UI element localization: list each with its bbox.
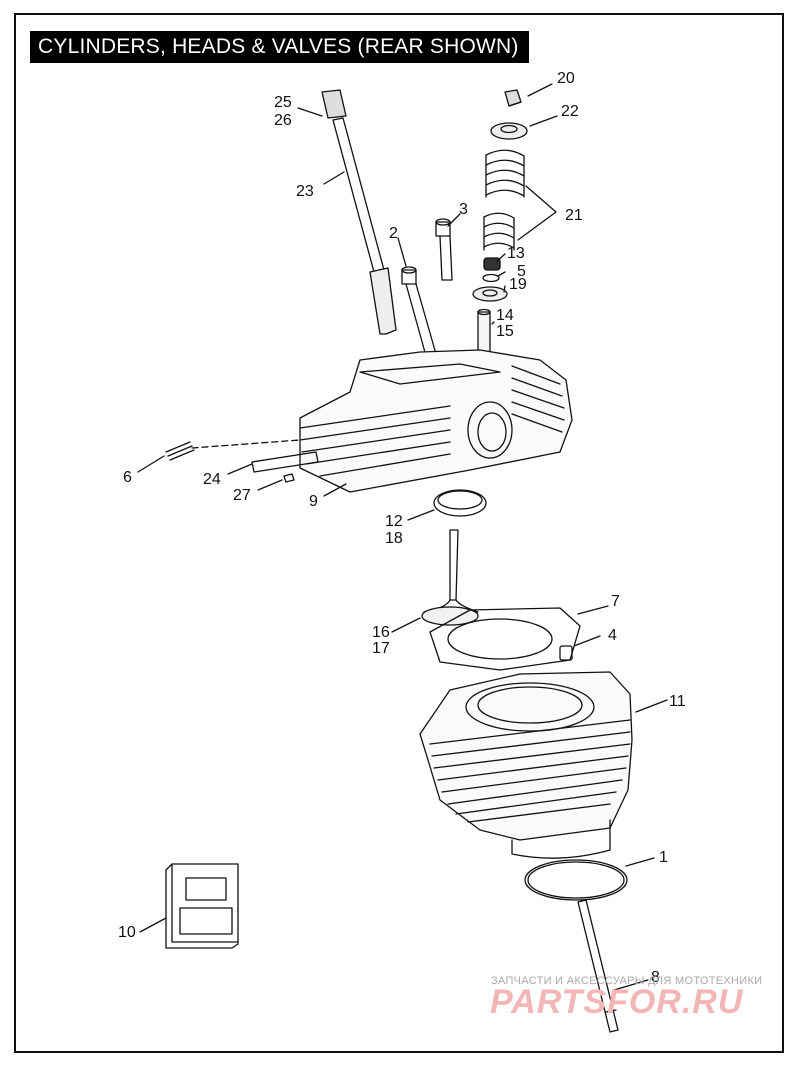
callout-6: 6 xyxy=(123,469,132,486)
callout-2: 2 xyxy=(389,225,398,242)
part-valve-seal[interactable] xyxy=(483,257,501,271)
callout-15: 15 xyxy=(496,323,514,340)
part-spring-retainer[interactable] xyxy=(490,122,528,140)
callout-13: 13 xyxy=(507,245,525,262)
part-valve-keeper[interactable] xyxy=(504,89,522,107)
callout-4: 4 xyxy=(608,627,617,644)
part-valve-springs[interactable] xyxy=(483,149,525,251)
callout-9: 9 xyxy=(309,493,318,510)
part-dowel-3[interactable] xyxy=(435,218,453,281)
callout-3: 3 xyxy=(459,201,468,218)
callout-22: 22 xyxy=(561,103,579,120)
part-breather-rod[interactable] xyxy=(321,89,397,335)
diagram-frame xyxy=(14,13,784,1053)
callout-14: 14 xyxy=(496,307,514,324)
callout-7: 7 xyxy=(611,593,620,610)
callout-19: 19 xyxy=(509,276,527,293)
watermark-brand: PARTSFOR.RU xyxy=(490,983,744,1021)
part-head-gasket[interactable] xyxy=(429,607,581,671)
page-title: CYLINDERS, HEADS & VALVES (REAR SHOWN) xyxy=(30,31,529,63)
callout-24: 24 xyxy=(203,471,221,488)
part-stud[interactable] xyxy=(577,899,619,1033)
callout-21: 21 xyxy=(565,207,583,224)
callout-11: 11 xyxy=(669,693,686,710)
callout-1: 1 xyxy=(659,849,668,866)
callout-12: 12 xyxy=(385,513,403,530)
part-valve-seat-ring[interactable] xyxy=(433,489,487,517)
part-dowel-2[interactable] xyxy=(401,266,437,357)
part-small-spring[interactable] xyxy=(165,441,195,461)
part-cylinder[interactable] xyxy=(419,671,633,859)
part-valve-guide[interactable] xyxy=(477,308,491,353)
part-spring-seat[interactable] xyxy=(472,286,508,302)
part-screw[interactable] xyxy=(283,473,295,483)
callout-18: 18 xyxy=(385,530,403,547)
callout-5: 5 xyxy=(517,263,526,280)
callout-25: 25 xyxy=(274,94,292,111)
callout-8: 8 xyxy=(651,969,660,986)
callout-10: 10 xyxy=(118,924,136,941)
callout-27: 27 xyxy=(233,487,251,504)
part-washer[interactable] xyxy=(482,273,500,283)
callout-23: 23 xyxy=(296,183,314,200)
part-gasket-kit-box[interactable] xyxy=(165,863,239,949)
callout-17: 17 xyxy=(372,640,390,657)
part-o-ring[interactable] xyxy=(524,859,628,901)
callout-16: 16 xyxy=(372,624,390,641)
callout-20: 20 xyxy=(557,70,575,87)
callout-26: 26 xyxy=(274,112,292,129)
assembly-guide-line xyxy=(191,439,301,449)
callout-leaders xyxy=(137,83,668,991)
part-cylinder-head[interactable] xyxy=(299,349,573,493)
part-valve[interactable] xyxy=(421,529,479,626)
part-dowel-4[interactable] xyxy=(559,645,573,661)
watermark-caption: ЗАПЧАСТИ И АКСЕССУАРЫ ДЛЯ МОТОТЕХНИКИ xyxy=(491,975,763,987)
part-id-plate[interactable] xyxy=(251,451,319,473)
